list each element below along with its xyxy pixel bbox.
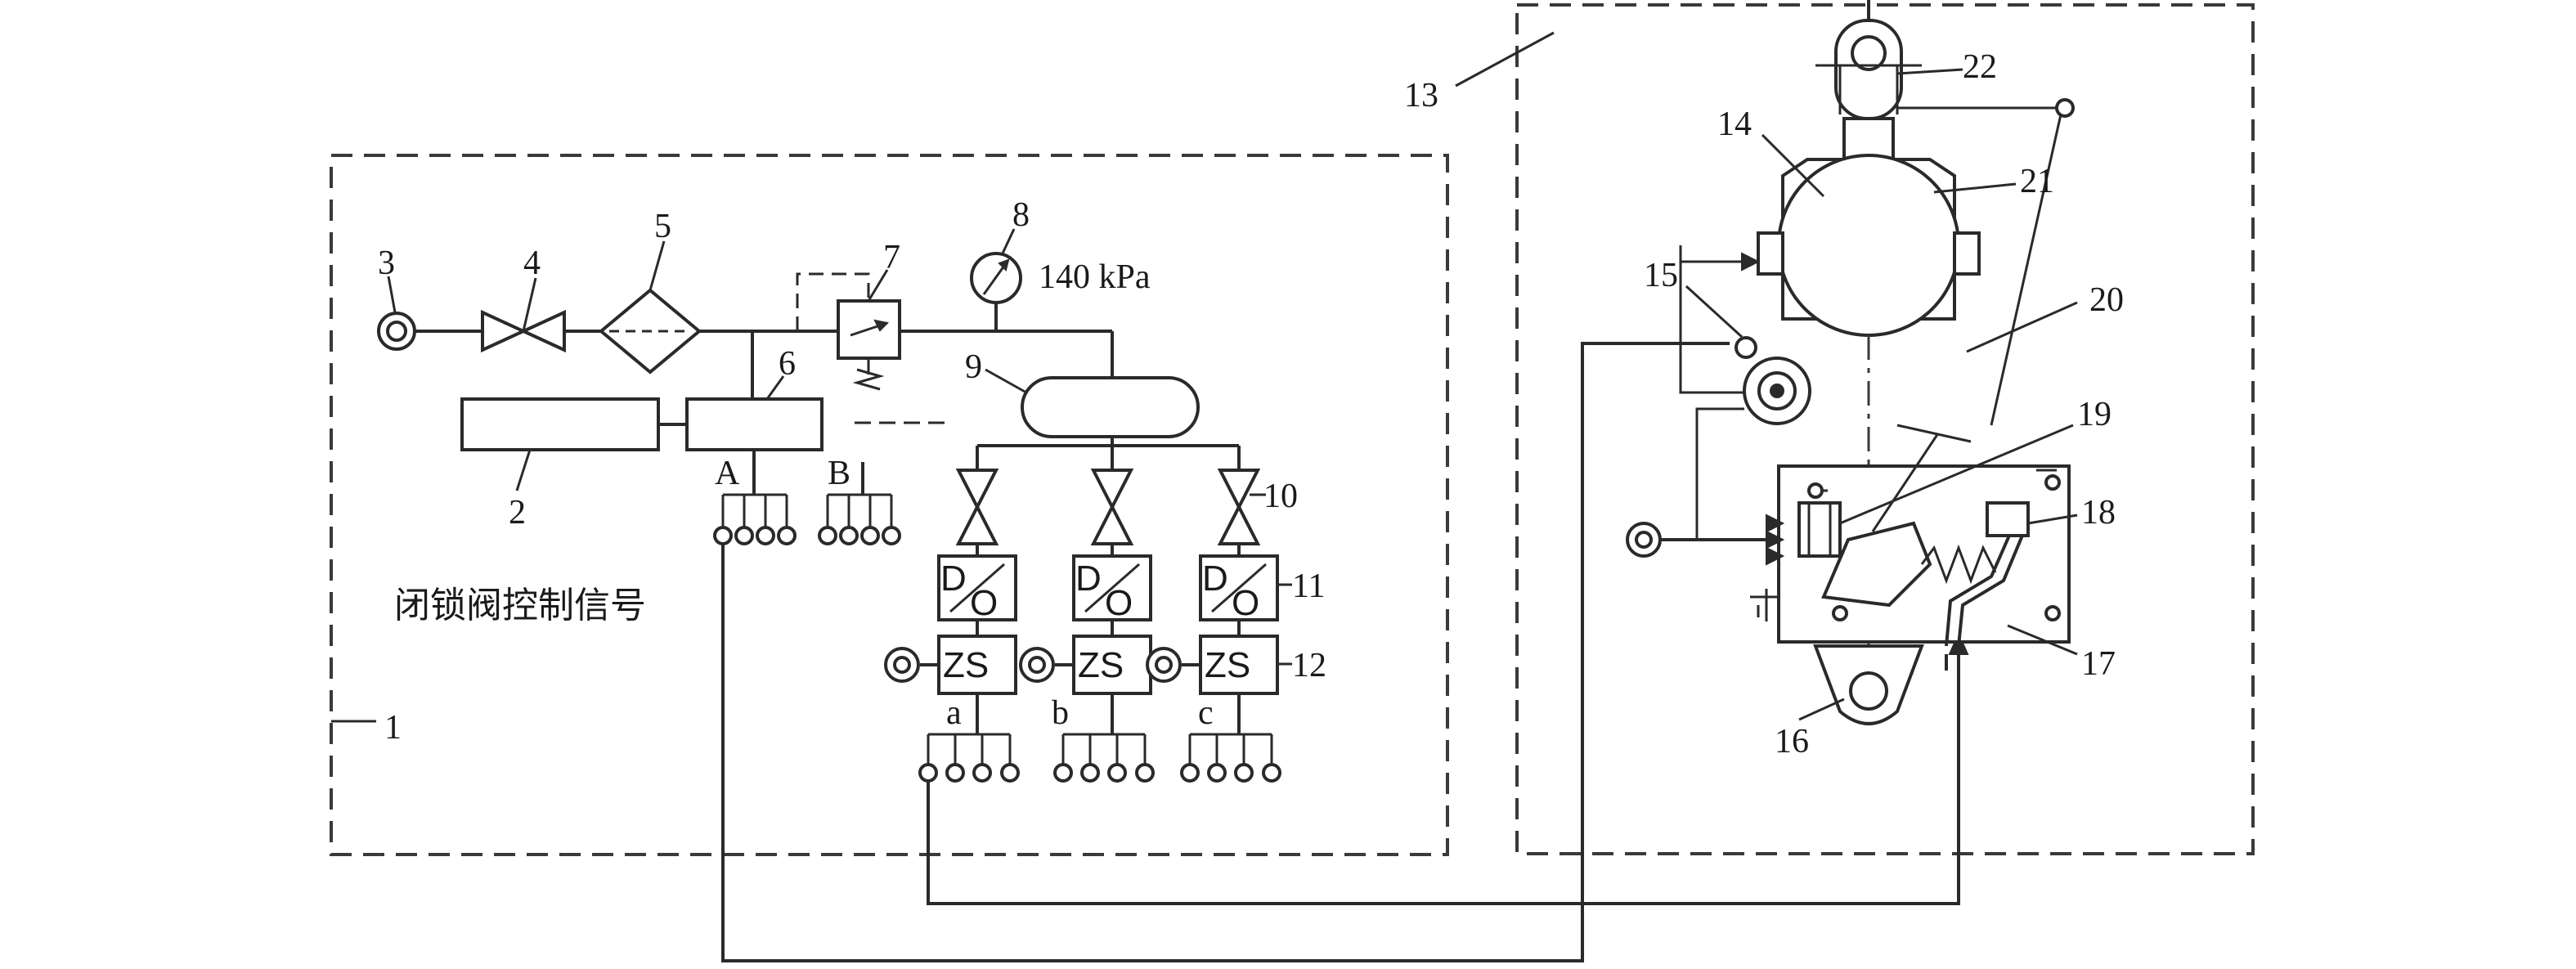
label-4: 4	[523, 244, 541, 282]
label-12: 12	[1292, 647, 1326, 684]
label-2: 2	[509, 494, 526, 532]
label-19: 19	[2077, 396, 2112, 433]
label-8: 8	[1012, 196, 1030, 234]
control-cabinet-boundary	[330, 154, 1449, 856]
svg-text:O: O	[1105, 583, 1133, 623]
channel-b: D O ZS	[1019, 469, 1155, 783]
port-c: c	[1198, 694, 1214, 732]
port-A-terminals	[713, 495, 797, 545]
top-clevis-22	[1815, 0, 1922, 161]
label-10: 10	[1263, 478, 1298, 515]
hook-18	[1945, 501, 2030, 647]
svg-text:ZS: ZS	[943, 645, 989, 685]
channel-c: D O ZS	[1146, 469, 1281, 783]
lock-valve-boundary	[1515, 3, 2255, 855]
pressure-gauge-8	[970, 252, 1022, 304]
label-21: 21	[2020, 163, 2054, 200]
svg-text:ZS: ZS	[1078, 645, 1124, 685]
svg-text:ZS: ZS	[1205, 645, 1250, 685]
label-1: 1	[384, 709, 402, 747]
label-17: 17	[2081, 645, 2116, 683]
label-6: 6	[779, 345, 796, 383]
pawl-19	[1821, 424, 1972, 608]
label-11: 11	[1292, 567, 1325, 605]
controller-6	[685, 397, 824, 451]
pressure-value: 140 kPa	[1039, 258, 1151, 296]
label-20: 20	[2089, 281, 2124, 319]
svg-text:D: D	[1075, 559, 1102, 599]
svg-text:O: O	[970, 583, 998, 623]
svg-text:D: D	[940, 559, 967, 599]
pressure-regulator-7	[837, 299, 901, 391]
spring	[1920, 544, 1997, 585]
label-5: 5	[654, 208, 671, 245]
cylinder-14	[1757, 154, 1981, 337]
signal-line-A	[721, 342, 1730, 962]
controller-2	[460, 397, 660, 451]
air-tank-9	[1021, 376, 1200, 438]
label-18: 18	[2081, 494, 2116, 532]
label-22: 22	[1963, 48, 1997, 86]
label-3: 3	[378, 244, 395, 282]
control-signal-caption: 闭锁阀控制信号	[394, 585, 646, 626]
svg-text:O: O	[1232, 583, 1259, 623]
solenoid-15	[1735, 336, 1811, 425]
svg-text:D: D	[1202, 559, 1228, 599]
port-b: b	[1052, 694, 1069, 732]
port-B-terminals	[818, 495, 901, 545]
channel-a: D O ZS	[884, 469, 1020, 783]
label-9: 9	[965, 348, 982, 386]
label-13: 13	[1404, 77, 1438, 114]
label-15: 15	[1644, 257, 1678, 294]
port-B: B	[828, 455, 850, 492]
port-a: a	[946, 694, 962, 732]
actuator-pins	[1660, 501, 1842, 566]
signal-line-a	[927, 646, 1960, 905]
air-filter-5	[598, 288, 702, 375]
label-7: 7	[883, 239, 900, 276]
label-16: 16	[1775, 723, 1809, 760]
bottom-clevis-16	[1813, 644, 1924, 725]
shutoff-valve-4	[481, 309, 566, 353]
label-14: 14	[1717, 105, 1752, 143]
port-A: A	[715, 455, 740, 492]
